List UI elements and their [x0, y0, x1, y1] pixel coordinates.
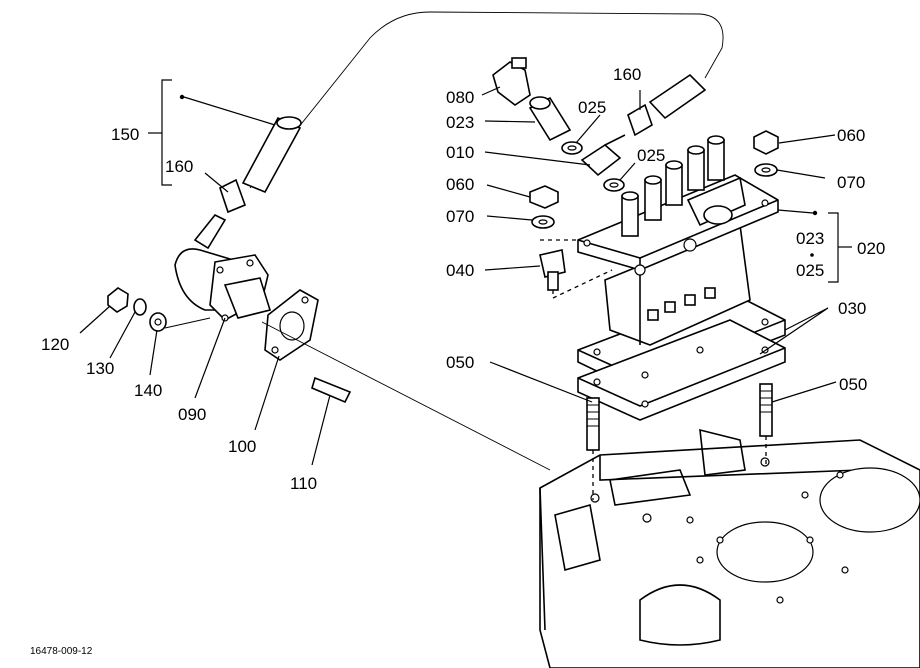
label-130: 130: [86, 359, 114, 378]
label-090: 090: [178, 405, 206, 424]
bracket-020: [777, 209, 852, 283]
label-040: 040: [446, 261, 474, 280]
bracket-150: [148, 79, 276, 186]
mounting-axis-line: [261, 321, 551, 471]
label-050-left: 050: [446, 353, 474, 372]
label-060-right: 060: [837, 126, 865, 145]
stud-050-left: [586, 397, 600, 500]
label-050-right: 050: [839, 375, 867, 394]
injection-pump: [577, 135, 779, 346]
clamp-160-right: [627, 103, 653, 137]
label-160-right: 160: [613, 65, 641, 84]
bolt-040: [539, 249, 566, 291]
gasket-100: [264, 289, 319, 361]
label-160-left: 160: [165, 157, 193, 176]
washer-025-upper: [561, 141, 583, 155]
fitting-080: [492, 57, 531, 106]
label-120: 120: [41, 335, 69, 354]
stud-050-right: [759, 383, 773, 465]
label-010: 010: [446, 143, 474, 162]
nut-120: [107, 287, 129, 313]
engine-block: [539, 428, 920, 668]
label-140: 140: [134, 381, 162, 400]
hose-left: [241, 116, 302, 194]
hose-right: [648, 73, 707, 120]
hollow-bolt-023: [528, 96, 572, 142]
label-070-right: 070: [837, 173, 865, 192]
fuel-feed-pump-090: [174, 213, 272, 322]
label-025-upper: 025: [578, 98, 606, 117]
label-100: 100: [228, 437, 256, 456]
label-070-left: 070: [446, 207, 474, 226]
label-023-top: 023: [446, 113, 474, 132]
label-110: 110: [290, 474, 317, 493]
washer-130: [133, 298, 147, 316]
nut-060-right: [753, 130, 779, 155]
washer-070-right: [754, 163, 778, 177]
washer-025-lower: [603, 178, 625, 192]
clamp-160-left: [219, 178, 247, 214]
nut-060-left: [529, 185, 559, 209]
label-030: 030: [838, 299, 866, 318]
label-020: 020: [857, 239, 885, 258]
stud-110: [311, 376, 352, 404]
cable-line: [249, 11, 724, 189]
washer-070-left: [531, 215, 555, 229]
label-025-range: 025: [796, 261, 824, 280]
label-025-lower: 025: [637, 146, 665, 165]
drawing-reference-code: 16478-009-12: [30, 646, 93, 657]
washer-140: [149, 312, 167, 332]
gasket-030: [577, 291, 786, 421]
fitting-010: [580, 134, 626, 177]
label-060-left: 060: [446, 175, 474, 194]
label-150: 150: [111, 125, 139, 144]
label-023-range: 023: [796, 229, 824, 248]
leader-lines: [79, 86, 837, 466]
label-080: 080: [446, 88, 474, 107]
